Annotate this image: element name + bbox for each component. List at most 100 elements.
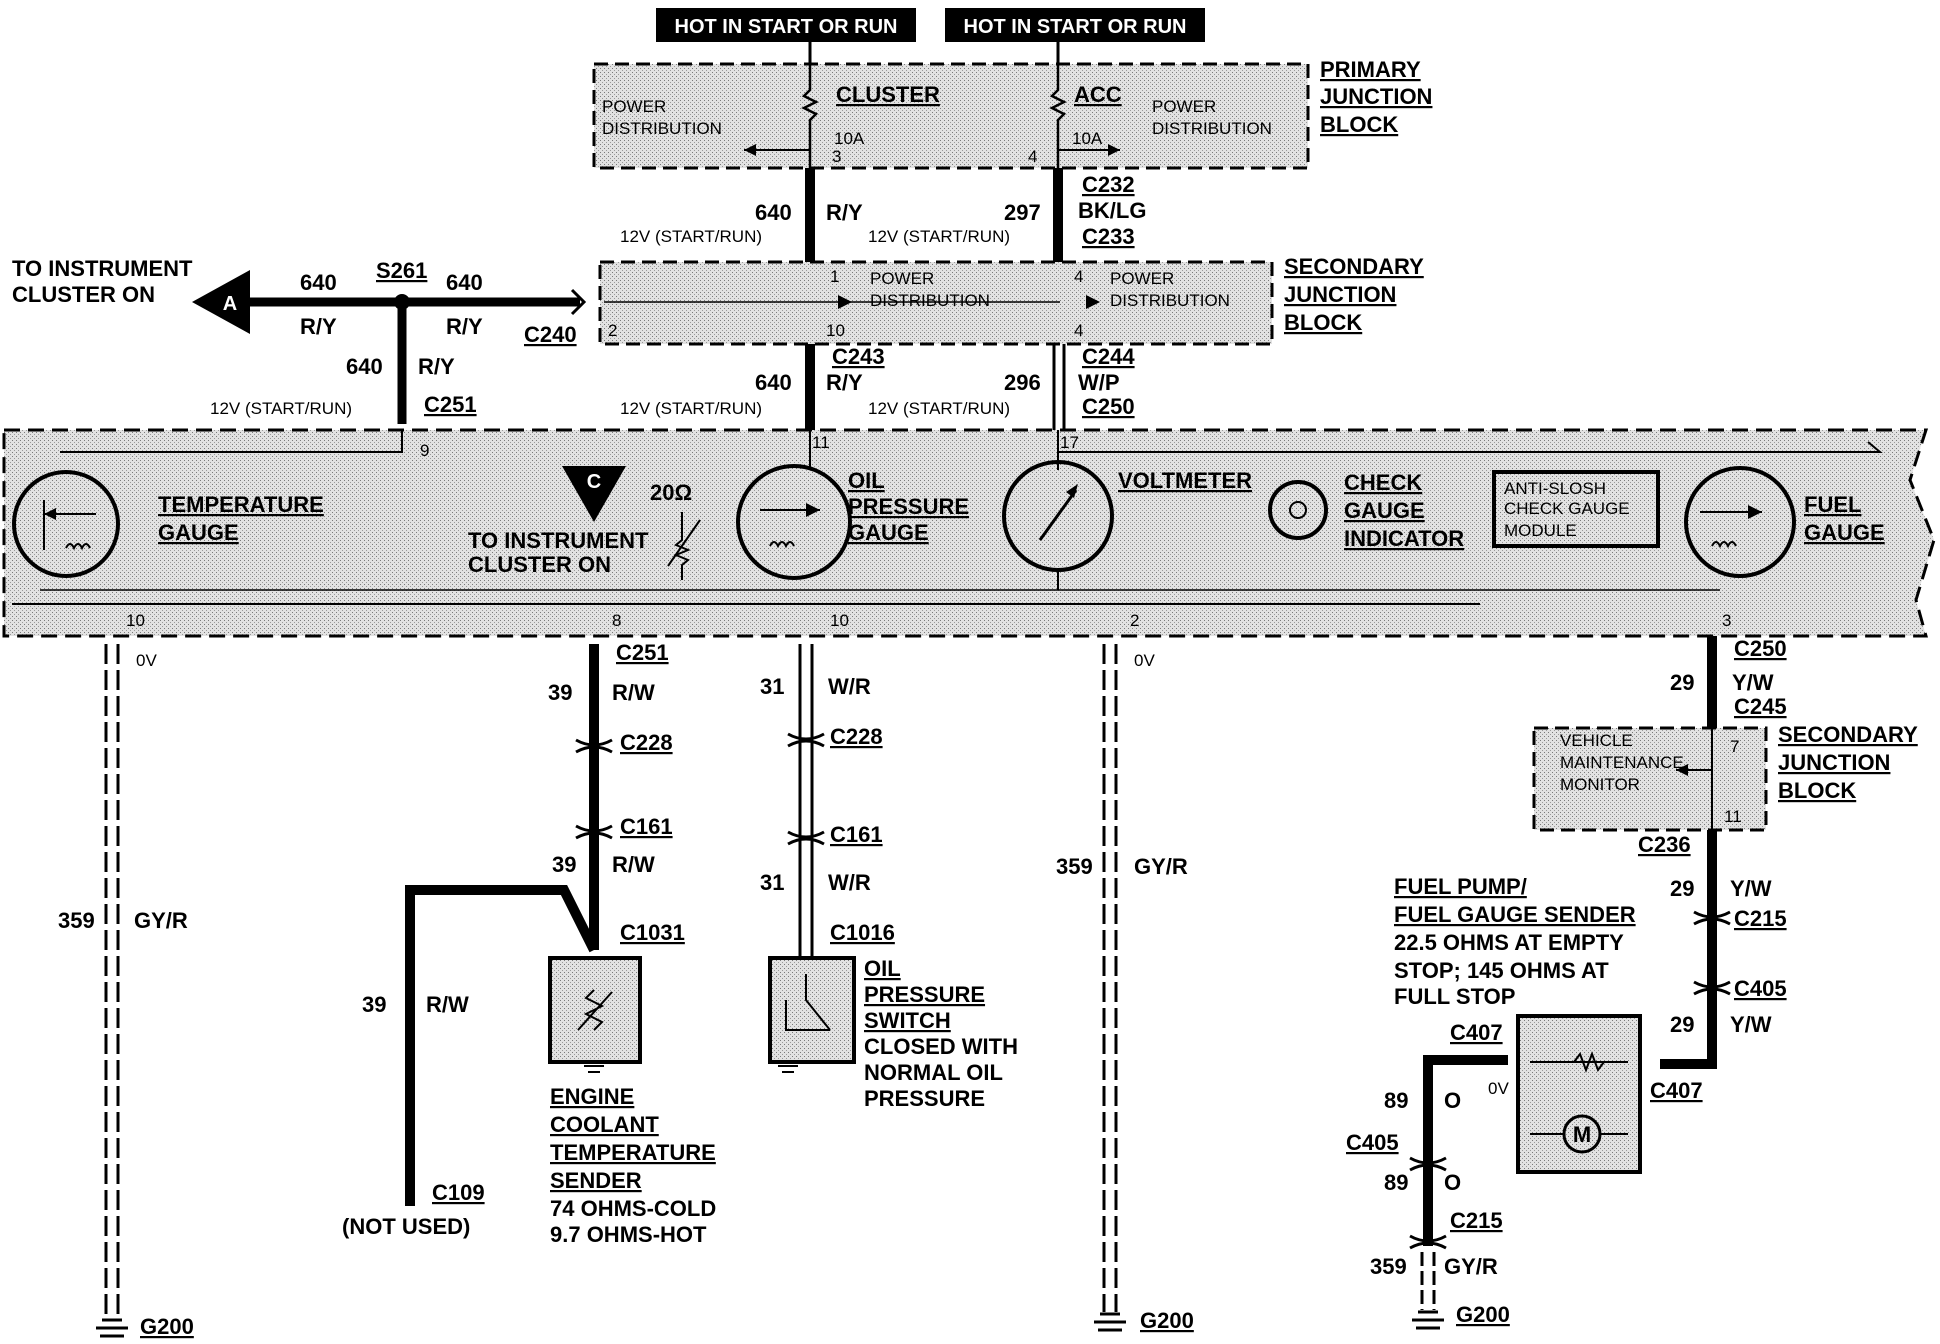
secondary-junction-block-top: POWER DISTRIBUTION POWER DISTRIBUTION 1 …: [598, 260, 1274, 346]
svg-text:GAUGE: GAUGE: [1804, 520, 1885, 545]
svg-text:DISTRIBUTION: DISTRIBUTION: [602, 119, 722, 138]
svg-text:R/Y: R/Y: [418, 354, 455, 379]
svg-text:POWER: POWER: [1110, 269, 1174, 288]
svg-text:TO INSTRUMENT: TO INSTRUMENT: [468, 528, 649, 553]
svg-text:8: 8: [612, 611, 621, 630]
svg-text:C228: C228: [620, 730, 673, 755]
svg-text:640: 640: [346, 354, 383, 379]
svg-text:10: 10: [830, 611, 849, 630]
svg-text:POWER: POWER: [1152, 97, 1216, 116]
svg-text:C244: C244: [1082, 344, 1135, 369]
svg-text:C405: C405: [1734, 976, 1787, 1001]
svg-text:BK/LG: BK/LG: [1078, 198, 1146, 223]
svg-text:C251: C251: [616, 640, 669, 665]
svg-text:12V (START/RUN): 12V (START/RUN): [620, 399, 762, 418]
instrument-cluster: 9 11 17 10 8 10 2 3: [2, 428, 1936, 638]
temperature-gauge: TEMPERATURE GAUGE: [12, 470, 324, 578]
svg-text:O: O: [1444, 1170, 1461, 1195]
oil-pressure-switch: OIL PRESSURE SWITCH CLOSED WITH NORMAL O…: [768, 956, 1018, 1111]
svg-text:3: 3: [832, 147, 841, 166]
svg-text:C251: C251: [424, 392, 477, 417]
oil-pressure-gauge: OIL PRESSURE GAUGE: [736, 464, 969, 580]
svg-text:89: 89: [1384, 1088, 1408, 1113]
svg-text:STOP; 145 OHMS AT: STOP; 145 OHMS AT: [1394, 958, 1609, 983]
svg-text:ENGINE: ENGINE: [550, 1084, 634, 1109]
svg-text:4: 4: [1074, 267, 1083, 286]
svg-text:G200: G200: [1456, 1302, 1510, 1327]
svg-text:89: 89: [1384, 1170, 1408, 1195]
svg-text:GY/R: GY/R: [1134, 854, 1188, 879]
svg-text:POWER: POWER: [602, 97, 666, 116]
svg-text:R/W: R/W: [612, 680, 655, 705]
svg-text:C245: C245: [1734, 694, 1787, 719]
svg-text:2: 2: [608, 321, 617, 340]
svg-text:C240: C240: [524, 322, 577, 347]
ground-g200-left: G200: [96, 1314, 194, 1339]
svg-text:39: 39: [362, 992, 386, 1017]
marker-c: C: [562, 466, 626, 522]
svg-text:C407: C407: [1450, 1020, 1503, 1045]
svg-text:DISTRIBUTION: DISTRIBUTION: [1152, 119, 1272, 138]
svg-text:CHECK: CHECK: [1344, 470, 1422, 495]
svg-text:Y/W: Y/W: [1732, 670, 1774, 695]
svg-text:0V: 0V: [1488, 1079, 1509, 1098]
svg-text:C233: C233: [1082, 224, 1135, 249]
svg-text:17: 17: [1060, 433, 1079, 452]
svg-text:12V (START/RUN): 12V (START/RUN): [620, 227, 762, 246]
wire-296: 296 W/P 12V (START/RUN) C244 C250: [868, 344, 1135, 430]
svg-text:2: 2: [1130, 611, 1139, 630]
to-instrument-cluster-a: TO INSTRUMENT CLUSTER ON: [12, 256, 193, 307]
svg-text:ACC: ACC: [1074, 82, 1122, 107]
svg-text:0V: 0V: [1134, 651, 1155, 670]
svg-text:Y/W: Y/W: [1730, 1012, 1772, 1037]
wire-297: 297 BK/LG 12V (START/RUN) C232 C233: [868, 168, 1146, 262]
svg-text:R/Y: R/Y: [826, 370, 863, 395]
svg-text:TEMPERATURE: TEMPERATURE: [158, 492, 324, 517]
wire-640-left: 640 640 R/Y R/Y S261 C240: [236, 258, 587, 347]
svg-text:R/Y: R/Y: [826, 200, 863, 225]
wire-640-drop: 640 R/Y 12V (START/RUN) C251: [210, 302, 477, 424]
svg-text:12V (START/RUN): 12V (START/RUN): [868, 227, 1010, 246]
svg-text:W/P: W/P: [1078, 370, 1120, 395]
svg-text:CHECK GAUGE: CHECK GAUGE: [1504, 499, 1630, 518]
svg-text:INDICATOR: INDICATOR: [1344, 526, 1464, 551]
svg-text:74 OHMS-COLD: 74 OHMS-COLD: [550, 1196, 716, 1221]
svg-text:TEMPERATURE: TEMPERATURE: [550, 1140, 716, 1165]
svg-text:4: 4: [1028, 147, 1037, 166]
svg-text:FUEL PUMP/: FUEL PUMP/: [1394, 874, 1527, 899]
svg-text:C161: C161: [830, 822, 883, 847]
svg-text:640: 640: [300, 270, 337, 295]
svg-text:R/Y: R/Y: [300, 314, 337, 339]
svg-text:W/R: W/R: [828, 870, 871, 895]
vehicle-maintenance-monitor: VEHICLE MAINTENANCE MONITOR 7 11: [1532, 726, 1768, 832]
svg-text:Y/W: Y/W: [1730, 876, 1772, 901]
svg-text:JUNCTION: JUNCTION: [1778, 750, 1890, 775]
engine-coolant-sender: ENGINE COOLANT TEMPERATURE SENDER 74 OHM…: [548, 956, 716, 1247]
svg-text:OIL: OIL: [864, 956, 901, 981]
svg-text:9.7 OHMS-HOT: 9.7 OHMS-HOT: [550, 1222, 707, 1247]
svg-text:PRIMARY: PRIMARY: [1320, 57, 1421, 82]
svg-text:O: O: [1444, 1088, 1461, 1113]
fuel-gauge: FUEL GAUGE: [1684, 466, 1885, 578]
svg-text:CLOSED WITH: CLOSED WITH: [864, 1034, 1018, 1059]
svg-text:HOT IN START OR RUN: HOT IN START OR RUN: [964, 16, 1187, 38]
svg-text:12V (START/RUN): 12V (START/RUN): [210, 399, 352, 418]
svg-text:FULL STOP: FULL STOP: [1394, 984, 1515, 1009]
svg-text:MAINTENANCE: MAINTENANCE: [1560, 753, 1684, 772]
svg-text:GY/R: GY/R: [134, 908, 188, 933]
svg-text:PRESSURE: PRESSURE: [848, 494, 969, 519]
svg-text:C1031: C1031: [620, 920, 685, 945]
svg-text:VOLTMETER: VOLTMETER: [1118, 468, 1252, 493]
svg-text:DISTRIBUTION: DISTRIBUTION: [870, 291, 990, 310]
svg-text:(NOT USED): (NOT USED): [342, 1214, 470, 1239]
svg-text:C228: C228: [830, 724, 883, 749]
to-instrument-cluster-c: TO INSTRUMENT CLUSTER ON: [468, 528, 649, 577]
wire-359-left: 0V 359 GY/R: [58, 644, 188, 1318]
svg-text:POWER: POWER: [870, 269, 934, 288]
marker-a: A: [192, 270, 250, 334]
svg-text:20Ω: 20Ω: [650, 480, 692, 505]
svg-text:3: 3: [1722, 611, 1731, 630]
svg-text:C407: C407: [1650, 1078, 1703, 1103]
wire-89: C407 0V 89 O C405 89 O C215: [1346, 1020, 1509, 1250]
